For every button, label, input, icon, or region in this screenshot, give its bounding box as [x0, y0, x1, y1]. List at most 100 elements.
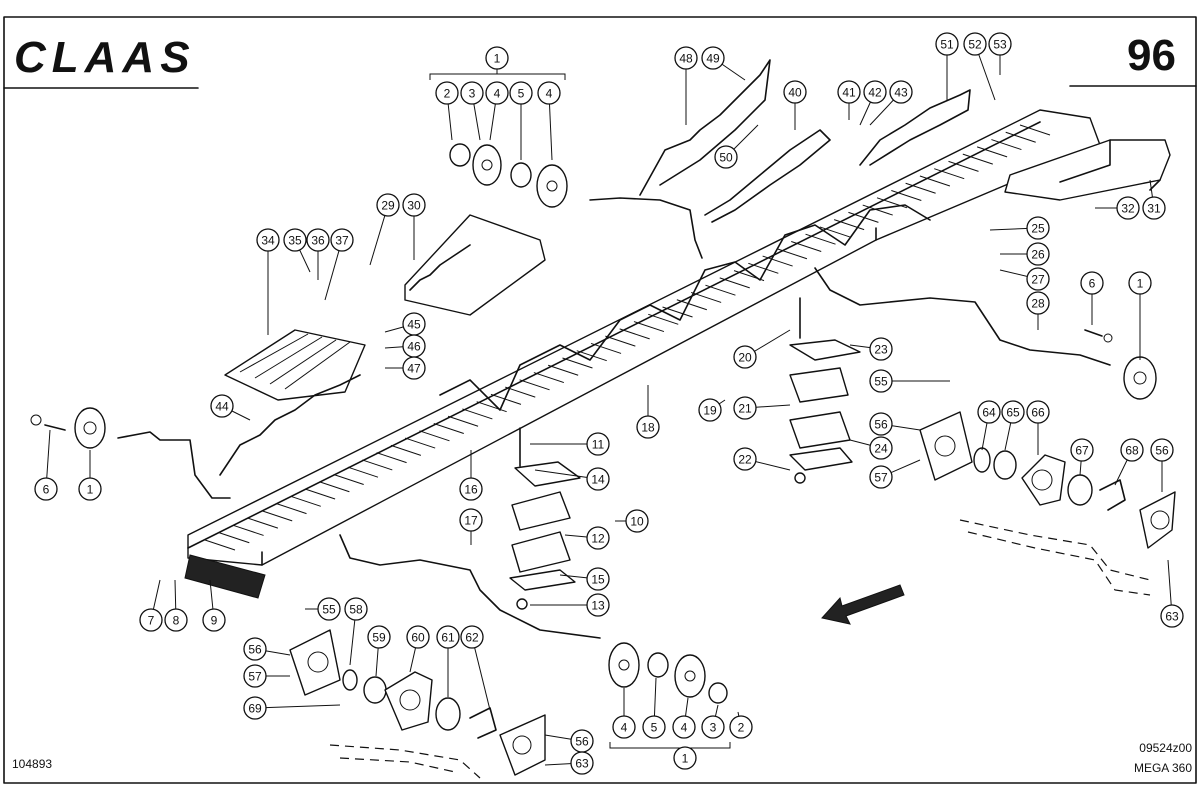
crankshaft-lower	[117, 431, 601, 639]
walker-slat	[919, 175, 951, 187]
callout-circle	[1026, 291, 1050, 315]
callout-number: 42	[868, 86, 882, 100]
callout-number: 4	[621, 721, 628, 735]
callout-c11: 11	[530, 432, 610, 456]
callout-circle	[783, 80, 807, 104]
callout-circle	[1142, 196, 1166, 220]
callout-circle	[586, 432, 610, 456]
walker-slat	[290, 495, 321, 507]
callout-circle	[243, 696, 267, 720]
end-bearing-right	[1084, 329, 1157, 400]
callout-circle	[586, 526, 610, 550]
callout-number: 24	[874, 442, 888, 456]
walker-slat	[204, 539, 236, 551]
callout-c5a: 5	[509, 81, 533, 160]
callout-number: 2	[444, 87, 451, 101]
callout-c7: 7	[139, 579, 163, 632]
callout-number: 22	[738, 453, 752, 467]
cover-plate-9	[184, 554, 266, 599]
callout-circle	[729, 715, 753, 739]
callout-c50: 50	[714, 124, 759, 169]
walker-slat	[347, 466, 379, 478]
bearing-group-top	[429, 73, 568, 208]
callout-c57a: 57	[869, 459, 921, 489]
callout-circle	[436, 625, 460, 649]
callout-c46: 46	[384, 334, 426, 358]
callout-c6a: 6	[34, 429, 58, 501]
callout-number: 67	[1075, 444, 1089, 458]
callout-number: 34	[261, 234, 275, 248]
callout-number: 56	[1155, 444, 1169, 458]
walker-slat	[362, 459, 393, 471]
callout-number: 2	[738, 721, 745, 735]
walker-slat	[605, 335, 636, 347]
callout-number: 57	[248, 670, 262, 684]
callout-circle	[674, 46, 698, 70]
callout-number: 11	[592, 438, 605, 452]
callout-number: 4	[681, 721, 688, 735]
callout-number: 64	[982, 406, 996, 420]
walker-slat	[462, 408, 493, 420]
walker-slat	[276, 503, 307, 515]
callout-circle	[34, 477, 58, 501]
callout-number: 32	[1121, 202, 1135, 216]
callout-circle	[1026, 216, 1050, 240]
callout-circle	[869, 369, 893, 393]
callout-c40: 40	[783, 80, 807, 130]
callout-number: 1	[87, 483, 94, 497]
callout-number: 55	[874, 375, 888, 389]
walker-slat	[490, 393, 522, 405]
callout-c8: 8	[164, 579, 188, 632]
end-bearing-left	[30, 407, 106, 449]
walker-slat	[748, 262, 779, 274]
callout-c69: 69	[243, 696, 341, 720]
callout-number: 49	[706, 52, 720, 66]
callout-circle	[306, 228, 330, 252]
callout-number: 1	[494, 52, 501, 66]
callout-number: 19	[703, 404, 717, 418]
callout-number: 3	[710, 721, 717, 735]
callout-circle	[988, 32, 1012, 56]
callout-number: 28	[1031, 297, 1045, 311]
walker-slat	[862, 204, 893, 216]
walker-slat	[1005, 131, 1036, 143]
callout-c56b: 56	[1150, 438, 1174, 492]
callout-number: 5	[651, 721, 658, 735]
callout-number: 21	[738, 402, 752, 416]
walker-slat	[547, 364, 579, 376]
callout-number: 55	[322, 603, 336, 617]
callout-c1b: 1	[78, 450, 102, 501]
callout-circle	[509, 81, 533, 105]
callout-c56d: 56	[544, 729, 594, 753]
callout-c56c: 56	[243, 637, 291, 661]
callout-circle	[733, 345, 757, 369]
callout-number: 40	[788, 86, 802, 100]
callout-circle	[586, 467, 610, 491]
callout-number: 9	[211, 614, 218, 628]
callout-number: 44	[215, 400, 229, 414]
callout-circle	[78, 477, 102, 501]
side-comb-44	[219, 374, 361, 476]
walker-slat	[447, 415, 479, 427]
callout-c63b: 63	[544, 751, 594, 775]
callout-c13: 13	[530, 593, 610, 617]
callout-circle	[698, 398, 722, 422]
callout-number: 58	[349, 603, 363, 617]
callout-c52: 52	[963, 32, 996, 101]
callout-number: 4	[494, 87, 501, 101]
callout-circle	[733, 447, 757, 471]
walker-slat	[905, 182, 936, 194]
callout-circle	[570, 751, 594, 775]
brand-logo: CLAAS	[14, 33, 196, 82]
callout-c16: 16	[459, 450, 483, 501]
callout-number: 37	[335, 234, 349, 248]
callout-number: 31	[1147, 202, 1161, 216]
callout-circle	[485, 81, 509, 105]
callout-number: 50	[719, 151, 733, 165]
callout-c28: 28	[1026, 291, 1050, 330]
callout-circle	[586, 567, 610, 591]
walker-slat	[934, 168, 965, 180]
callout-number: 69	[248, 702, 262, 716]
callout-number: 4	[546, 87, 553, 101]
